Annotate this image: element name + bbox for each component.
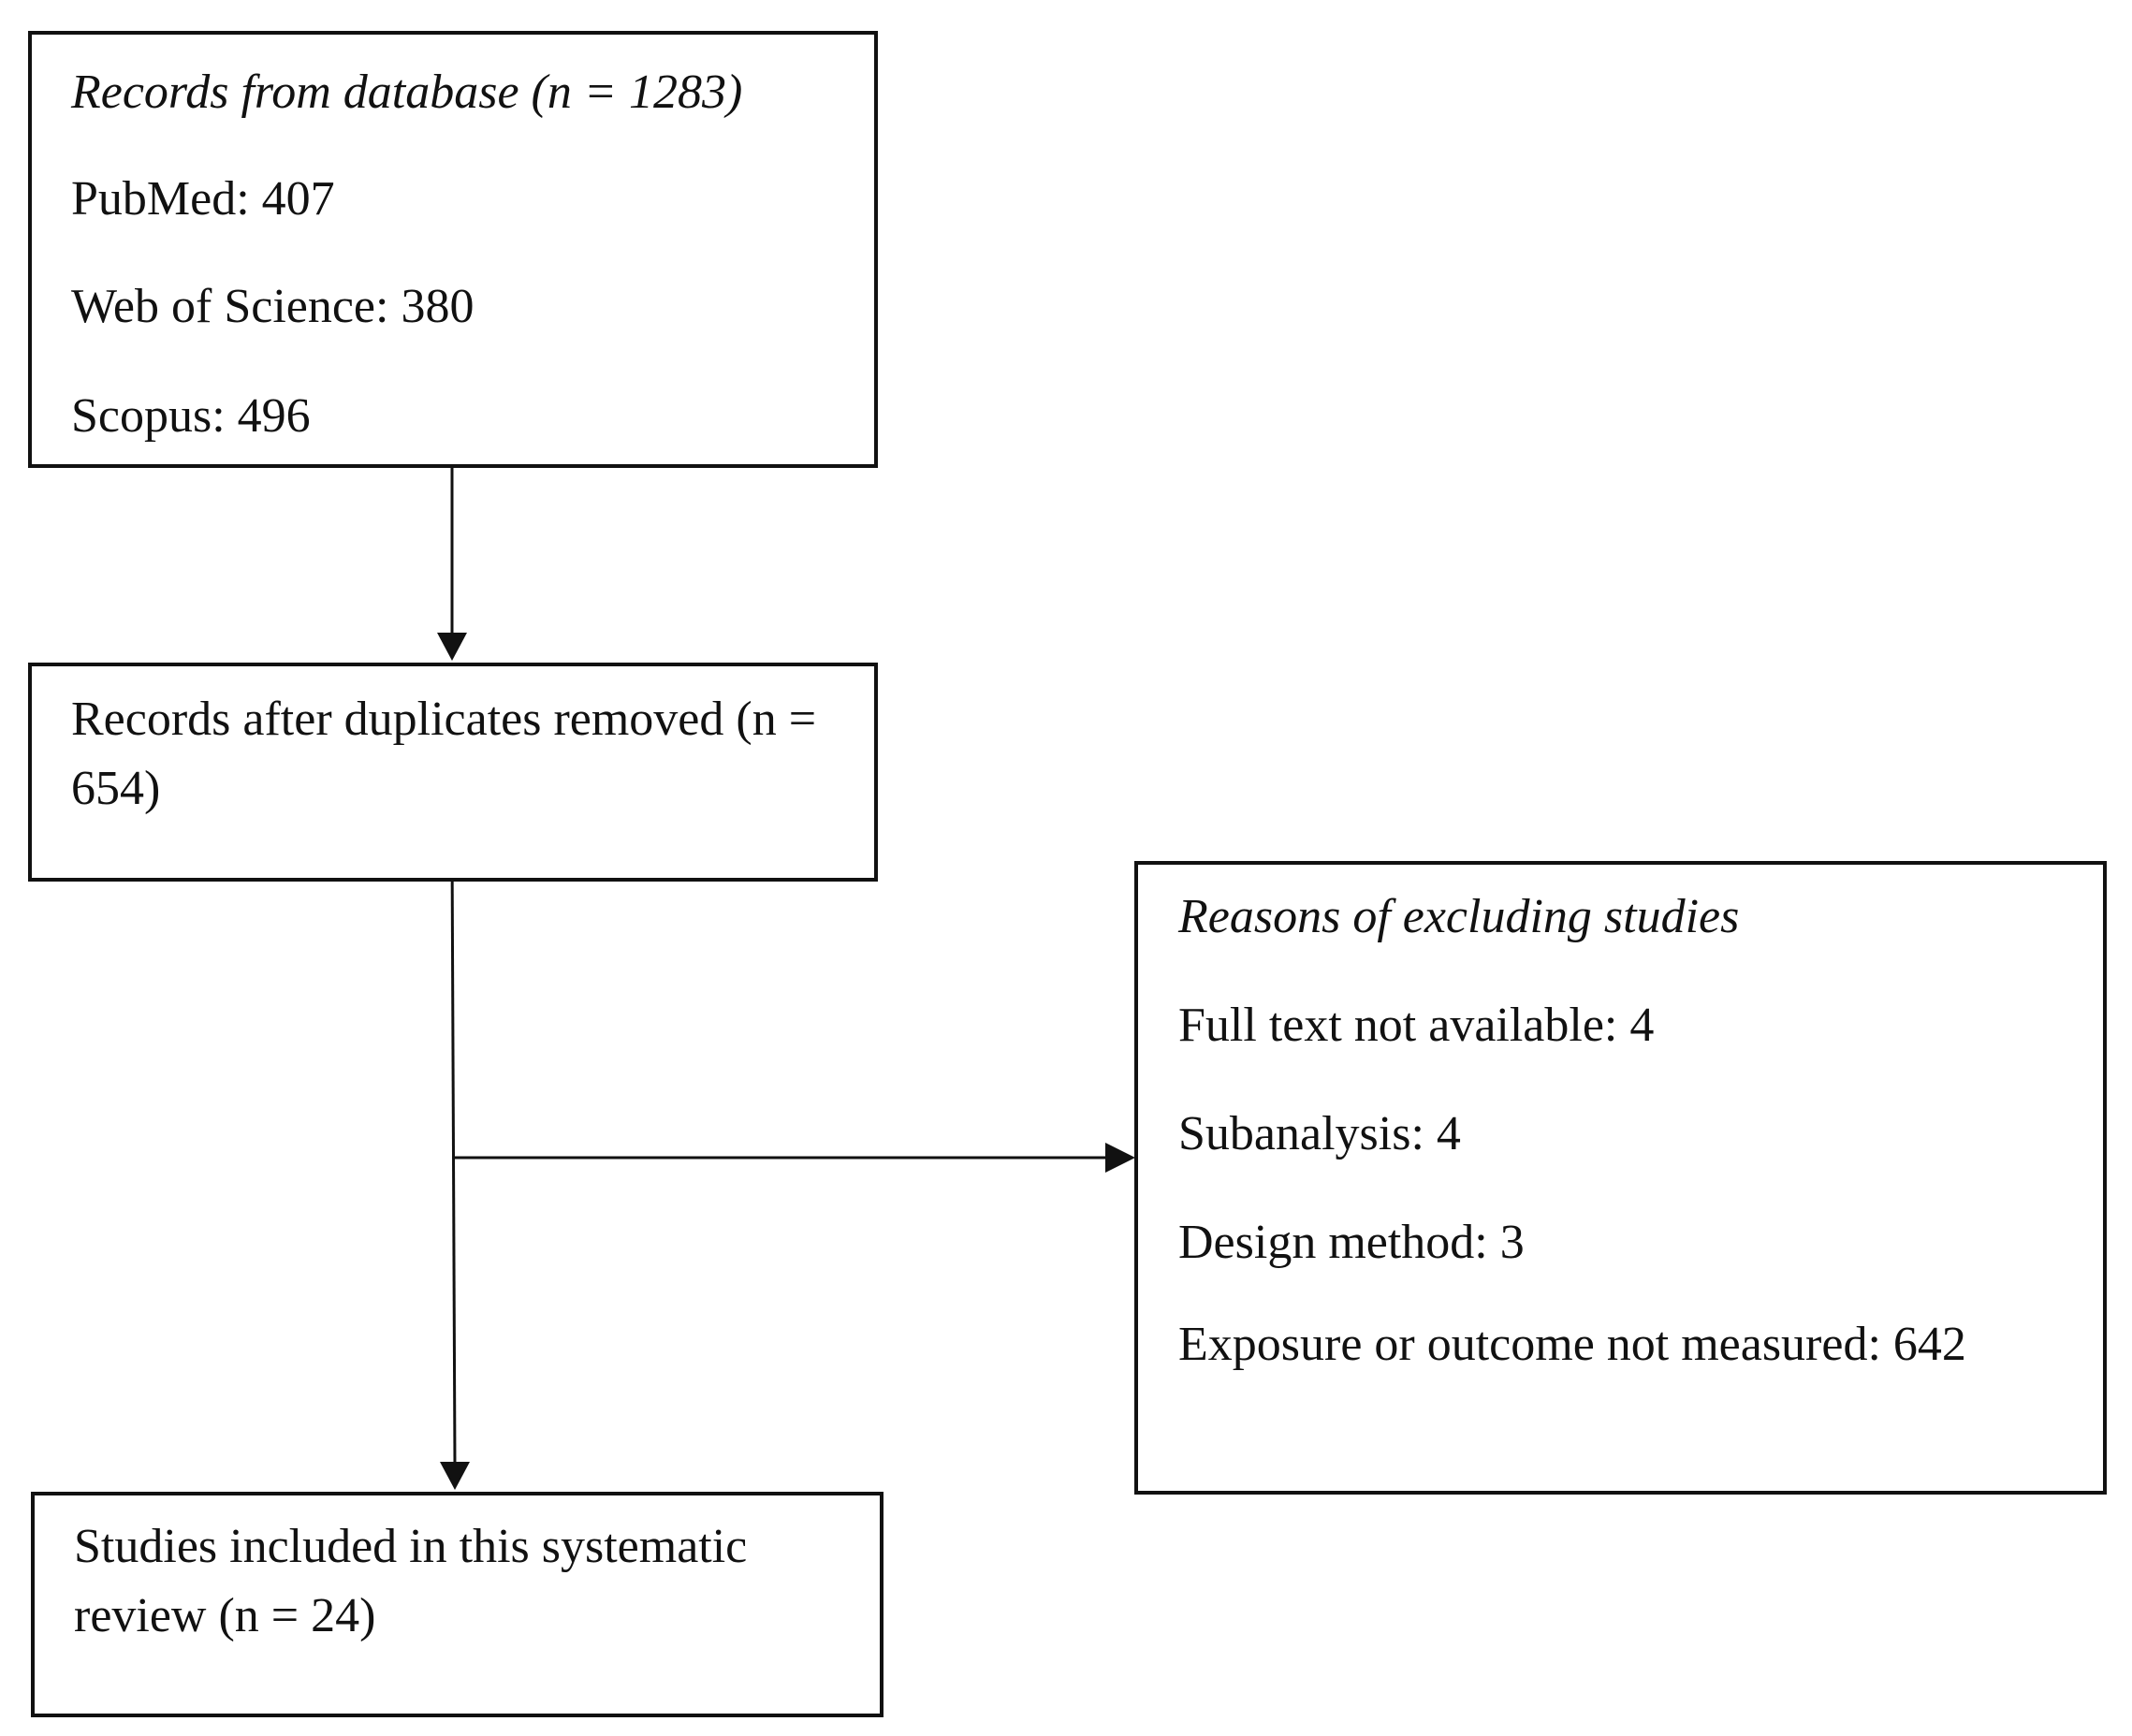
exclusion-box-title: Reasons of excluding studies: [1178, 890, 1740, 943]
records-box-title: Records from database (n = 1283): [71, 66, 743, 119]
studies-included-box: Studies included in this systematic revi…: [31, 1492, 883, 1717]
records-pubmed: PubMed: 407: [71, 172, 335, 226]
duplicates-removed-text: Records after duplicates removed (n = 65…: [71, 693, 817, 815]
arrow-records-to-duplicates: [437, 464, 467, 661]
duplicates-removed-box: Records after duplicates removed (n = 65…: [28, 663, 878, 882]
records-from-database-box: Records from database (n = 1283) PubMed:…: [28, 31, 878, 468]
exclusion-exposure-outcome: Exposure or outcome not measured: 642: [1178, 1318, 1966, 1371]
arrow-to-exclusion: [454, 1143, 1135, 1173]
exclusion-design-method: Design method: 3: [1178, 1216, 1525, 1269]
studies-included-text: Studies included in this systematic revi…: [74, 1520, 748, 1642]
records-scopus: Scopus: 496: [71, 389, 311, 443]
records-web-of-science: Web of Science: 380: [71, 280, 475, 333]
exclusion-reasons-box: Reasons of excluding studies Full text n…: [1134, 861, 2107, 1495]
exclusion-full-text: Full text not available: 4: [1178, 999, 1655, 1052]
arrow-duplicates-to-included: [440, 844, 470, 1490]
exclusion-subanalysis: Subanalysis: 4: [1178, 1107, 1461, 1160]
